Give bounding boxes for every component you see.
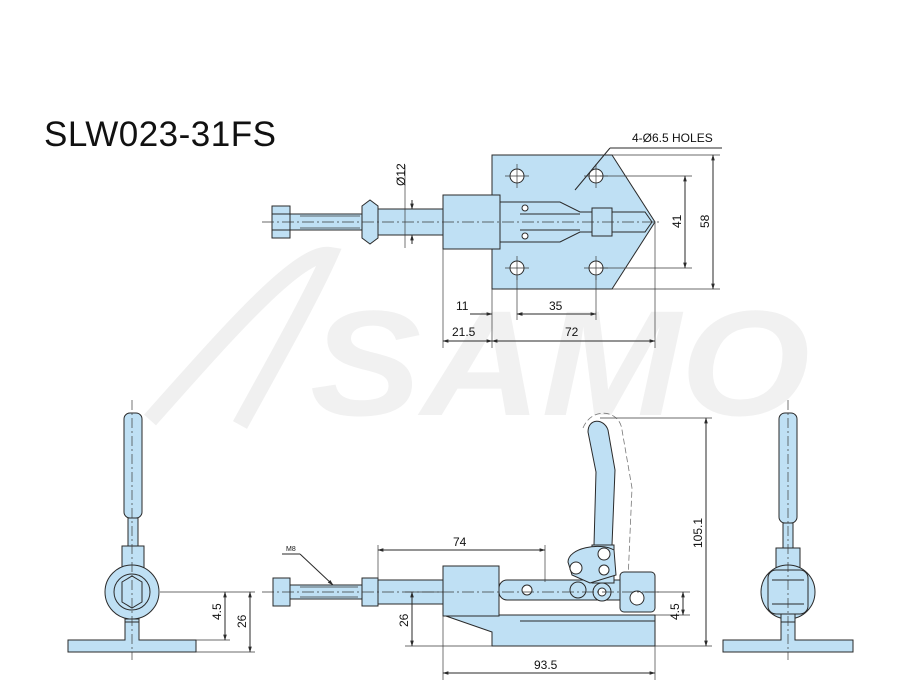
holes-label: 4-Ø6.5 HOLES (632, 131, 713, 145)
dim-front-4-5: 4.5 (668, 603, 682, 620)
model-title: SLW023-31FS (44, 115, 277, 154)
dim-11: 11 (456, 299, 469, 313)
watermark-text: SAMO (310, 279, 810, 447)
watermark: SAMO (144, 246, 810, 447)
dim-diameter-12: Ø12 (394, 163, 408, 186)
dim-105-1: 105.1 (691, 518, 705, 548)
front-view (262, 412, 662, 647)
dim-front-26: 26 (397, 613, 411, 627)
right-side-view (722, 400, 854, 660)
dim-72: 72 (565, 325, 579, 339)
handle-grip (123, 412, 143, 519)
linkage (499, 201, 653, 243)
top-view (262, 154, 662, 290)
front-base (442, 614, 656, 647)
dim-left-4-5: 4.5 (210, 603, 224, 620)
front-dimensions: M8 74 105.1 4.5 26 93.5 (282, 417, 712, 680)
dim-93-5: 93.5 (534, 658, 558, 672)
dim-58: 58 (698, 214, 712, 228)
label-m8: M8 (286, 546, 296, 553)
left-dimensions: 4.5 26 (160, 591, 255, 653)
dim-21-5: 21.5 (452, 325, 476, 339)
left-side-view (67, 400, 197, 660)
dim-74: 74 (453, 535, 467, 549)
dim-35: 35 (549, 299, 563, 313)
front-body (442, 565, 500, 617)
dim-left-26: 26 (235, 614, 249, 628)
dim-41: 41 (670, 214, 684, 228)
top-dimensions: 4-Ø6.5 HOLES Ø12 41 58 11 35 21.5 72 (394, 131, 722, 348)
